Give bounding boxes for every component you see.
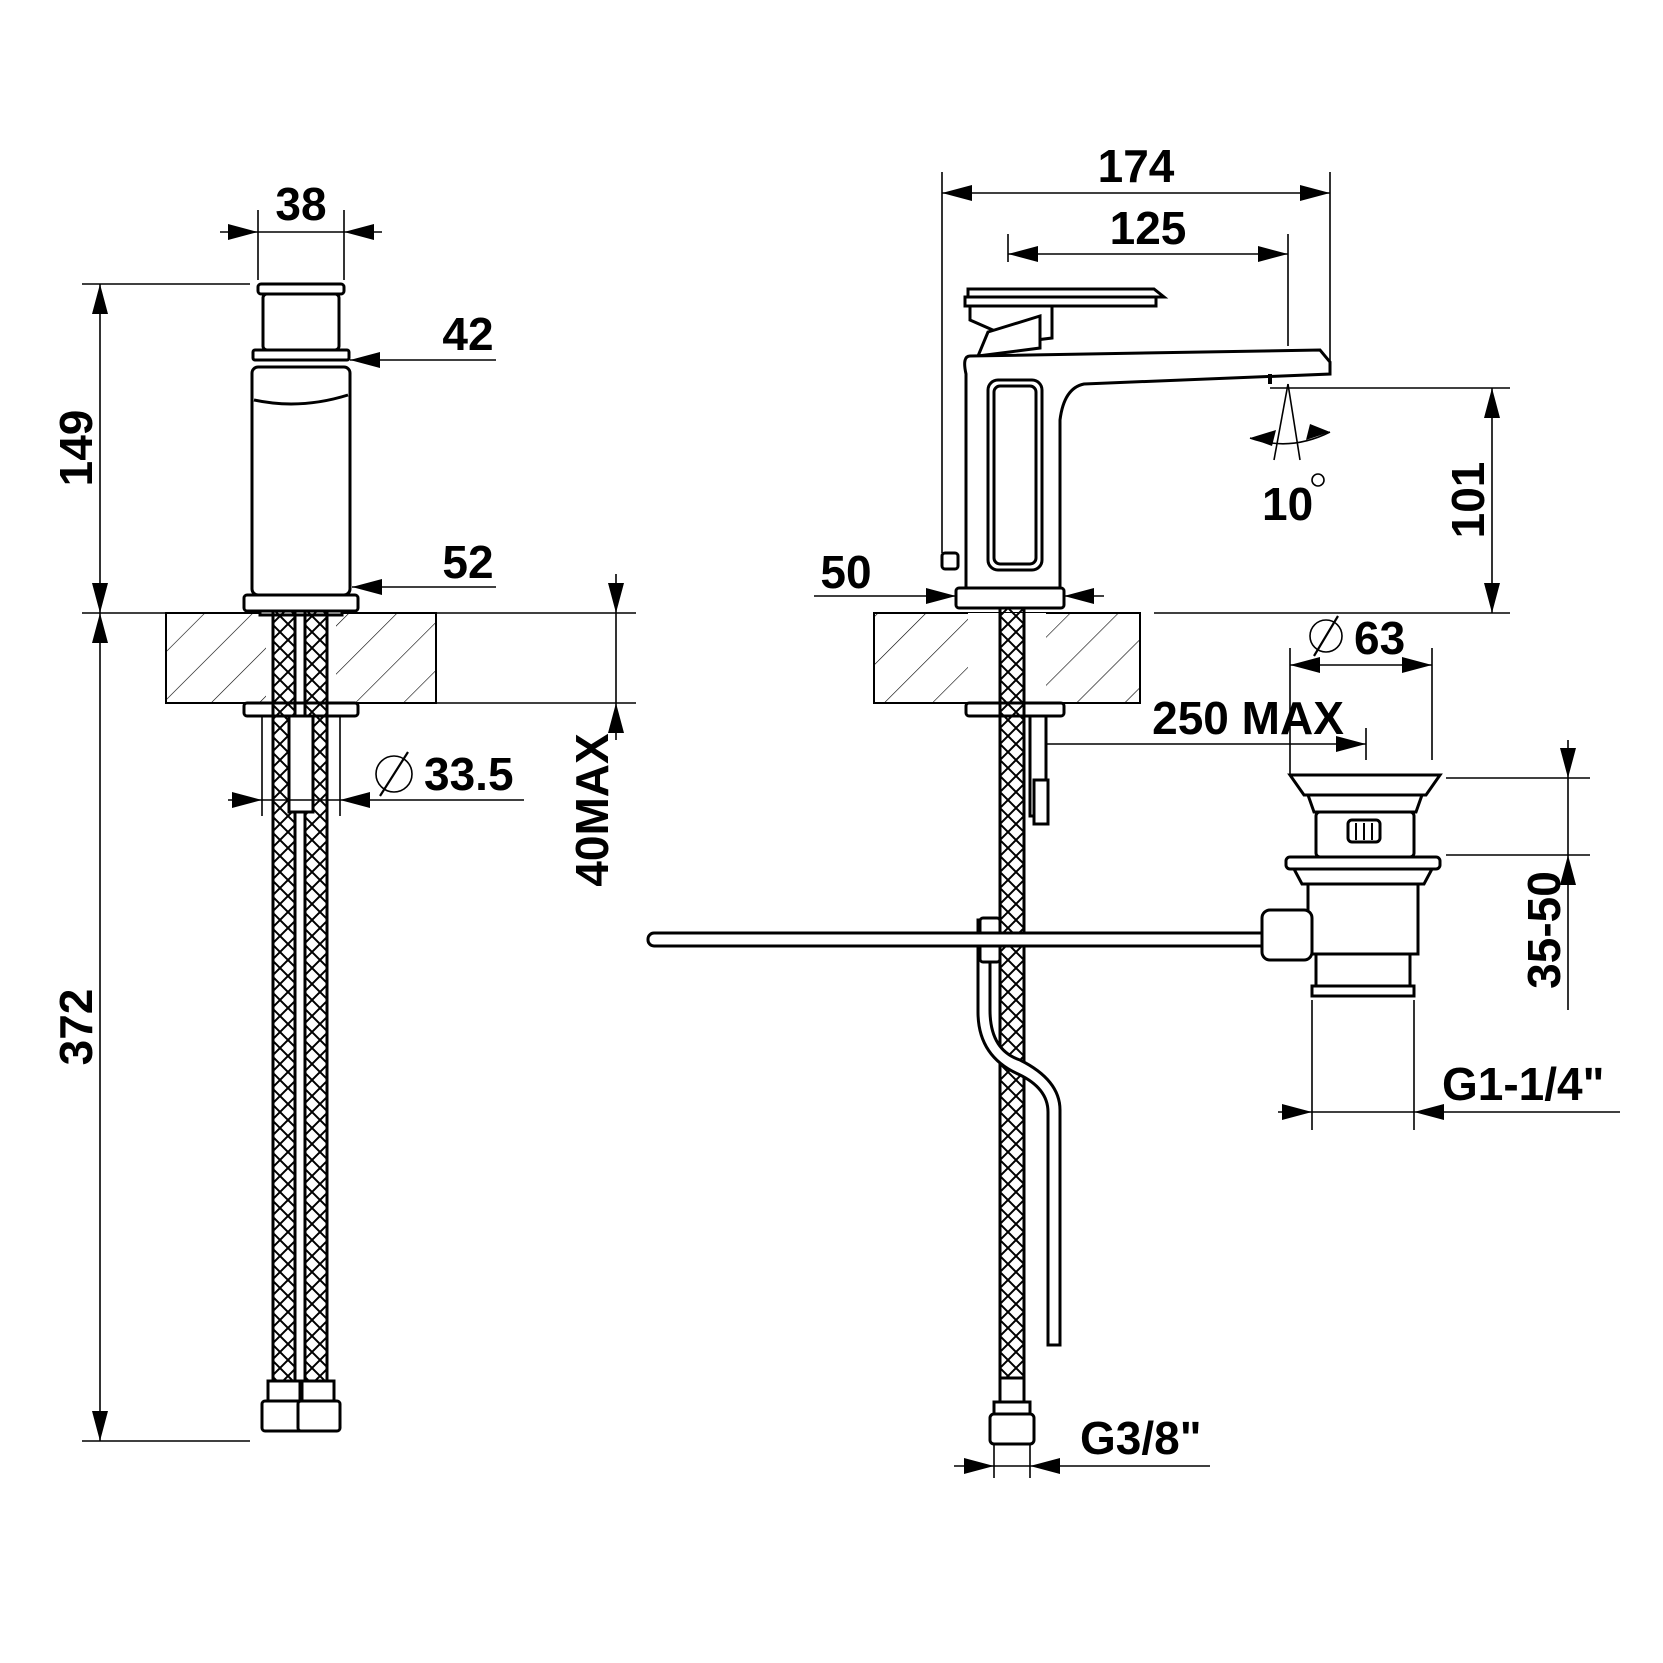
dim-174-label: 174 (1098, 140, 1175, 192)
dim-149: 149 (50, 283, 250, 614)
dim-63-label: 63 (1354, 612, 1405, 664)
dim-10-label: 10 (1262, 478, 1313, 530)
dim-g3-8-label: G3/8" (1080, 1412, 1202, 1464)
dim-174: 174 (941, 140, 1331, 553)
dim-50-label: 50 (820, 546, 871, 598)
dim-101: 101 (1154, 387, 1510, 614)
dim-250max-label: 250 MAX (1152, 692, 1344, 744)
dim-40max-label: 40MAX (566, 733, 618, 887)
diameter-icon (1309, 615, 1343, 657)
dim-g3-8: G3/8" (954, 1412, 1210, 1478)
dim-125: 125 (1007, 202, 1289, 346)
dim-372-label: 372 (50, 989, 102, 1066)
dim-372: 372 (50, 613, 250, 1442)
dim-g1-1-4: G1-1/4" (1278, 1000, 1620, 1130)
supply-hose-side (976, 606, 1062, 1446)
dim-diameter-33-5: 33.5 (228, 716, 524, 816)
side-view: 174 125 50 10 (646, 140, 1620, 1478)
dim-50: 50 (814, 546, 1104, 604)
dim-42: 42 (350, 308, 496, 368)
dim-diameter-63: 63 (1289, 612, 1433, 775)
dim-g1-1-4-label: G1-1/4" (1442, 1058, 1604, 1110)
diameter-icon (375, 751, 413, 797)
dim-149-label: 149 (50, 410, 102, 487)
dim-38: 38 (220, 178, 382, 280)
dim-250max: 250 MAX (1046, 692, 1367, 760)
dim-33-5-label: 33.5 (424, 748, 514, 800)
front-view: 38 42 52 149 372 (50, 178, 636, 1442)
pop-up-waste (1260, 773, 1443, 998)
dim-101-label: 101 (1442, 462, 1494, 539)
degree-icon (1311, 473, 1325, 487)
dim-35-50-label: 35-50 (1518, 871, 1570, 989)
dim-40max: 40MAX (436, 574, 636, 887)
dim-35-50: 35-50 (1446, 740, 1590, 1010)
dim-38-label: 38 (275, 178, 326, 230)
pop-up-rod (646, 931, 1270, 948)
dim-125-label: 125 (1110, 202, 1187, 254)
mixer-body-front (242, 282, 360, 718)
dim-52: 52 (352, 536, 496, 595)
dim-10-degree: 10 (1249, 383, 1331, 530)
supply-hoses-front (260, 609, 342, 1433)
dim-52-label: 52 (442, 536, 493, 588)
dim-42-label: 42 (442, 308, 493, 360)
